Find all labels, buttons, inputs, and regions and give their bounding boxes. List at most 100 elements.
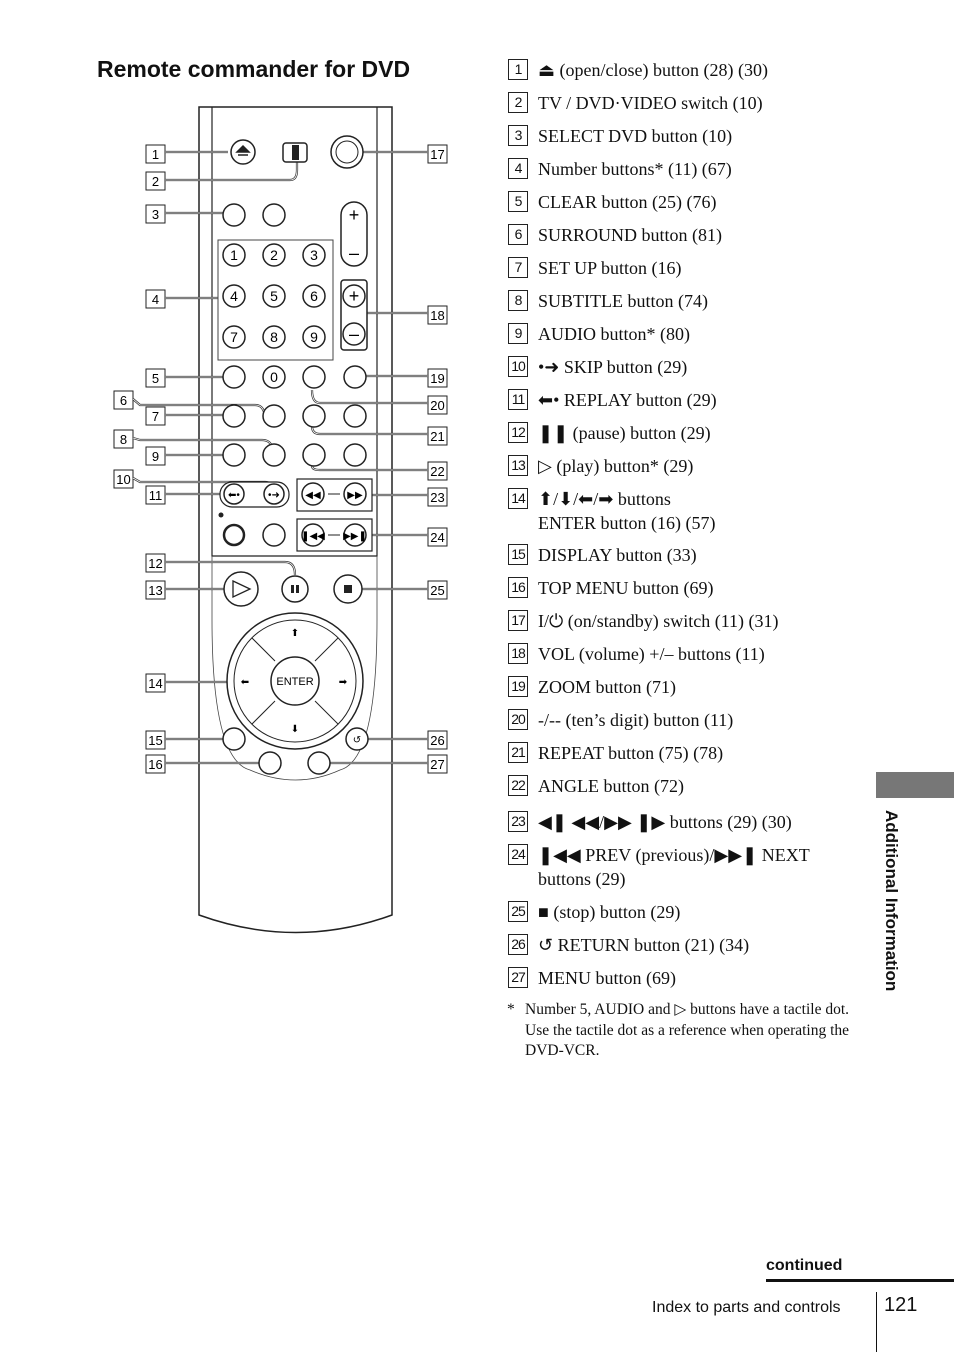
- replay-button: [223, 483, 245, 505]
- callout-number: 5: [152, 371, 159, 386]
- svg-text:❚◀◀: ❚◀◀: [301, 531, 325, 542]
- callout-box: [427, 426, 448, 446]
- item-number: 17: [508, 610, 528, 631]
- item-number: 18: [508, 643, 528, 664]
- item-number: 21: [508, 742, 528, 763]
- item-text: I/⏻ (on/standby) switch (11) (31): [538, 611, 779, 631]
- number-button-label: 2: [270, 247, 278, 263]
- item-text: VOL (volume) +/– buttons (11): [538, 644, 765, 664]
- callout-line: [165, 560, 297, 576]
- item-text: SUBTITLE button (74): [538, 291, 708, 311]
- callout-number: 14: [148, 676, 162, 691]
- section-tab: [876, 772, 954, 798]
- item-text: AUDIO button* (80): [538, 324, 690, 344]
- svg-text:+: +: [349, 205, 360, 225]
- number-button-label: 5: [270, 288, 278, 304]
- callout-number: 15: [148, 733, 162, 748]
- callout-number: 18: [430, 308, 444, 323]
- item-number: 8: [508, 290, 528, 311]
- item-number: 26: [508, 934, 528, 955]
- item-text: •➜ SKIP button (29): [538, 357, 688, 377]
- item-number: 9: [508, 323, 528, 344]
- item-number: 16: [508, 577, 528, 598]
- display-button: [222, 727, 246, 751]
- svg-text:⬇: ⬇: [291, 724, 299, 735]
- item-number: 12: [508, 422, 528, 443]
- page-number: 121: [884, 1294, 918, 1316]
- callout-line: [310, 465, 428, 472]
- svg-text:–: –: [349, 324, 359, 344]
- enter-button: [270, 656, 320, 706]
- item-number: 15: [508, 544, 528, 565]
- clear-button: [222, 365, 246, 389]
- svg-text:⬅•: ⬅•: [228, 490, 240, 501]
- vol-rocker-1: [340, 201, 368, 267]
- number-button: [302, 325, 326, 349]
- item-text: ⬅• REPLAY button (29): [538, 390, 717, 410]
- callout-number: 8: [120, 432, 127, 447]
- number-button-label: 6: [310, 288, 318, 304]
- callout-number: 26: [430, 733, 444, 748]
- subtitle-button: [262, 443, 286, 467]
- callout-number: 2: [152, 174, 159, 189]
- callout-number: 21: [430, 429, 444, 444]
- svg-text:•➜: •➜: [268, 490, 280, 501]
- callout-number: 27: [430, 757, 444, 772]
- callout-number: 23: [430, 490, 444, 505]
- callout-number: 4: [152, 292, 159, 307]
- svg-text:⬆: ⬆: [291, 628, 299, 639]
- callout-line-inner: [311, 465, 428, 471]
- number-button: [302, 284, 326, 308]
- callout-number: 10: [116, 472, 130, 487]
- top-menu-button: [258, 751, 282, 775]
- callout-number: 9: [152, 449, 159, 464]
- continued-label: continued: [766, 1257, 843, 1274]
- continued-rule: [766, 1279, 954, 1282]
- svg-text:↺: ↺: [353, 735, 361, 746]
- unlabeled-button: [343, 404, 367, 428]
- number-button-label: 9: [310, 329, 318, 345]
- callout-line: [310, 389, 428, 405]
- unlabeled-button: [262, 203, 286, 227]
- number-button-label: 1: [230, 247, 238, 263]
- callout-box: [145, 144, 166, 164]
- item-text-line2: ENTER button (16) (57): [538, 513, 716, 533]
- callout-line-inner: [165, 561, 296, 576]
- item-text: ▷ (play) button* (29): [538, 456, 694, 476]
- enter-label: ENTER: [276, 676, 313, 688]
- item-number: 1: [508, 59, 528, 80]
- ten-digit-button: [302, 365, 326, 389]
- callout-number: 6: [120, 393, 127, 408]
- callout-line: [310, 425, 428, 436]
- item-text-line2: buttons (29): [538, 869, 626, 889]
- rewind-button: [301, 482, 325, 506]
- item-text: SET UP button (16): [538, 258, 682, 278]
- item-number: 25: [508, 901, 528, 922]
- item-text: ◀❚ ◀◀/▶▶ ❚▶ buttons (29) (30): [538, 812, 792, 832]
- number-button-label: 0: [270, 369, 278, 385]
- callout-number: 13: [148, 583, 162, 598]
- footer-divider: [876, 1292, 877, 1352]
- number-button-label: 8: [270, 329, 278, 345]
- item-text: ❚◀◀ PREV (previous)/▶▶❚ NEXT: [538, 845, 810, 865]
- callout-line: [165, 162, 299, 182]
- item-number: 27: [508, 967, 528, 988]
- zoom-button: [343, 365, 367, 389]
- item-text: TOP MENU button (69): [538, 578, 714, 598]
- callout-number: 11: [149, 488, 163, 503]
- number-button: [262, 243, 286, 267]
- callout-line-inner: [311, 389, 428, 404]
- number-button: [262, 365, 286, 389]
- number-button: [262, 284, 286, 308]
- item-text: ❚❚ (pause) button (29): [538, 423, 711, 443]
- setup-button: [222, 404, 246, 428]
- select-dvd-button: [222, 203, 246, 227]
- item-number: 10: [508, 356, 528, 377]
- callout-line-inner: [165, 162, 298, 181]
- item-number: 23: [508, 811, 528, 832]
- callout-number: 7: [152, 409, 159, 424]
- unlabeled-button: [343, 443, 367, 467]
- menu-button: [307, 751, 331, 775]
- item-number: 19: [508, 676, 528, 697]
- item-number: 2: [508, 92, 528, 113]
